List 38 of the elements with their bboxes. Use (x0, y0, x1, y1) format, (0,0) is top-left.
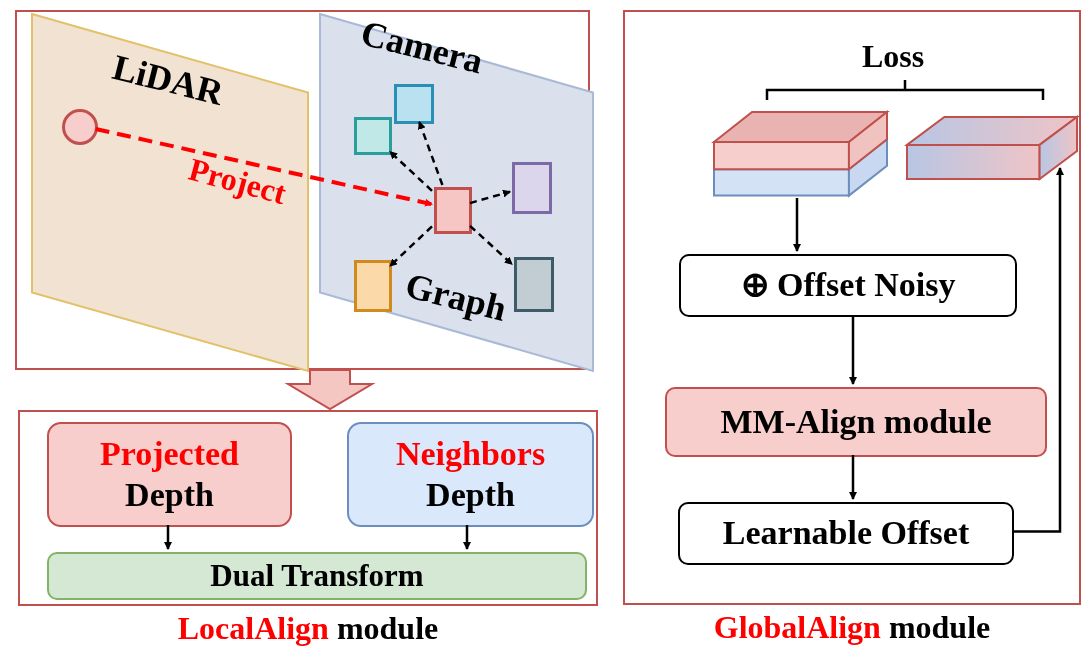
image-plane (320, 14, 593, 371)
arrow (1012, 167, 1064, 533)
feature-slab (714, 112, 887, 200)
feature-slab (907, 117, 1077, 179)
edge-label: Project (184, 150, 290, 213)
module-frame (623, 10, 1081, 605)
feature-square (434, 187, 472, 234)
plane-label: LiDAR (108, 46, 228, 114)
image-plane (32, 14, 308, 371)
plane-label: Camera (356, 11, 488, 83)
arrow (849, 315, 857, 385)
feature-square (354, 260, 392, 312)
process-box: Neighbors Depth (347, 422, 594, 527)
arrow (793, 198, 801, 252)
dashed-arrow (417, 121, 444, 186)
dashed-arrow (95, 126, 433, 207)
feature-square (394, 84, 434, 124)
process-box: Learnable Offset (678, 502, 1014, 565)
arrow (463, 525, 471, 550)
process-box: Projected Depth (47, 422, 292, 527)
process-box: Dual Transform (47, 552, 587, 600)
dashed-arrow (389, 225, 433, 267)
module-frame (18, 410, 598, 606)
process-box: ⊕ Offset Noisy (679, 254, 1017, 317)
dashed-arrow (389, 150, 433, 192)
process-box: MM-Align module (665, 387, 1047, 457)
plane-label: Graph (401, 264, 511, 330)
module-caption: LocalAlign module (177, 610, 439, 647)
dashed-arrow (469, 189, 511, 205)
block-arrow (284, 369, 376, 411)
arrow (164, 525, 172, 550)
module-caption: GlobalAlign module (713, 609, 991, 646)
feature-square (514, 257, 554, 312)
feature-square (512, 162, 552, 214)
loss-label: Loss (862, 38, 925, 75)
dashed-arrow (469, 224, 513, 266)
arrow (849, 455, 857, 500)
feature-square (354, 117, 392, 155)
